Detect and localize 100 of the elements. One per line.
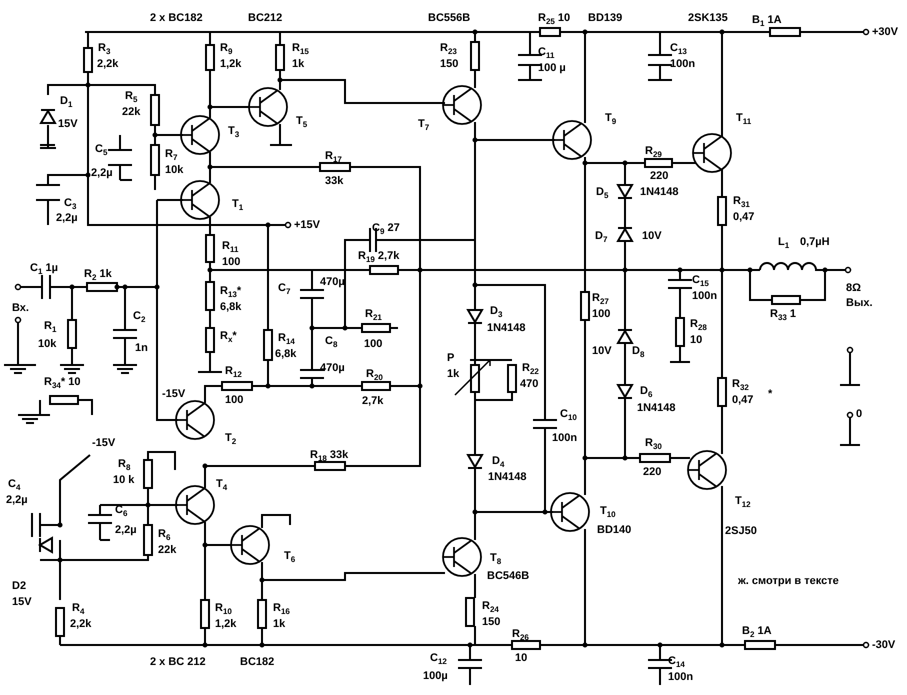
value-label: 220 (650, 170, 668, 182)
part-label: R$_{29}$ (645, 145, 662, 162)
value-label: 15V (12, 596, 32, 608)
value-label: 1k (292, 58, 304, 70)
value-label: 2,2µ (56, 212, 78, 224)
terminal-label: +30V (872, 26, 898, 38)
value-label: 100 (592, 308, 610, 320)
part-label: C$_{2}$ (133, 310, 146, 326)
part-label: T$_{11}$ (736, 112, 752, 128)
value-label: 1n (135, 342, 148, 354)
part-label: D$_{7}$ (595, 230, 608, 246)
value-label: 22k (122, 106, 140, 118)
value-label: 470 (520, 378, 538, 390)
part-label: T$_{1}$ (232, 198, 244, 214)
terminal-label: 0 (856, 408, 862, 420)
value-label: 150 (482, 616, 500, 628)
part-number-label: BC182 (240, 656, 274, 668)
part-label: L$_{1}$ (778, 236, 790, 252)
part-label: R$_{5}$ (125, 90, 138, 106)
part-label: B$_{1}$ 1A (752, 14, 782, 30)
part-label: R$_{3}$ (98, 42, 110, 58)
part-label: R$_{4}$ (72, 602, 84, 618)
part-label: D$_{1}$ (60, 95, 72, 112)
value-label: 1,2k (215, 618, 236, 630)
part-number-label: BD139 (588, 12, 622, 24)
value-label: 6,8k (275, 348, 296, 360)
part-label: R$_{20}$ (366, 368, 383, 384)
part-label: R$_{24}$ (482, 600, 499, 616)
part-label: T$_{2}$ (225, 432, 236, 448)
part-label: B$_{2}$ 1A (742, 625, 772, 642)
part-label: T$_{9}$ (605, 112, 616, 128)
value-label: 0,47 (732, 394, 754, 406)
part-label: R$_{11}$ (222, 240, 238, 256)
terminal-label: +15V (294, 219, 320, 231)
value-label: 100n (692, 290, 718, 302)
part-number-label: 2SK135 (688, 12, 728, 24)
value-label: 220 (643, 466, 662, 478)
part-label: R$_{25}$ 10 (538, 12, 570, 28)
part-number-label: BC556B (428, 12, 470, 24)
part-label: C$_{10}$ (560, 408, 577, 424)
part-label: T$_{6}$ (284, 550, 296, 566)
part-label: C$_{5}$ (95, 143, 108, 160)
part-label: T$_{12}$ (735, 495, 751, 512)
value-label: 6,8k (220, 301, 242, 313)
part-label: R$_{17}$ (325, 150, 342, 166)
part-label: D$_{3}$ (490, 305, 502, 322)
part-label: R$_{6}$ (158, 528, 170, 544)
part-label: R$_{31}$ (733, 195, 750, 212)
value-label: 8Ω (846, 282, 861, 294)
part-label: R$_{34}$* 10 (44, 376, 80, 392)
part-label: R$_{16}$ (273, 602, 290, 618)
part-label: T$_{8}$ (490, 552, 502, 568)
part-number-label: 2 x BC182 (150, 12, 203, 24)
part-label: C$_{1}$ 1µ (30, 262, 58, 278)
value-label: 15V (58, 118, 78, 130)
terminal-label: Вых. (846, 297, 873, 309)
value-label: 2,2µ (91, 167, 113, 179)
part-label: R$_{12}$ (225, 365, 242, 382)
value-label: 2,2k (70, 618, 92, 630)
value-label: 10V (642, 230, 662, 242)
terminal-label: -15V (92, 437, 116, 449)
terminal-label: Вх. (12, 302, 29, 314)
value-label: 10k (165, 164, 184, 176)
value-label: 470µ (320, 362, 345, 374)
value-label: 1,2k (220, 58, 242, 70)
terminal-label: -30V (872, 639, 896, 651)
part-label: R$_{8}$ (118, 458, 130, 474)
part-label: C$_{7}$ (278, 282, 290, 298)
footnote: * (768, 388, 772, 400)
part-number-label: BD140 (597, 524, 632, 536)
footnote: ж. смотри в тексте (738, 575, 839, 587)
part-number-label: 1N4148 (488, 471, 527, 483)
value-label: 100µ (423, 670, 448, 682)
part-number-label: BC546B (487, 570, 530, 582)
value-label: 1k (447, 368, 460, 380)
value-label: 150 (440, 58, 458, 70)
part-label: R$_{2}$ 1k (84, 268, 112, 284)
part-number-label: 1N4148 (487, 322, 526, 334)
part-label: P (447, 352, 454, 364)
part-number-label: 2 x BC 212 (150, 656, 206, 668)
value-label: 1k (273, 618, 286, 630)
part-label: R$_{7}$ (165, 148, 178, 164)
value-label: 100n (670, 58, 696, 70)
part-label: R$_{26}$ (512, 628, 529, 644)
value-label: 0,47 (733, 211, 754, 223)
part-number-label: 2SJ50 (725, 525, 757, 537)
value-label: 100 (225, 394, 244, 406)
part-label: T$_{5}$ (296, 115, 308, 132)
part-label: C$_{15}$ (692, 274, 709, 290)
part-number-label: 1N4148 (637, 402, 676, 414)
part-label: R$_{9}$ (220, 42, 232, 58)
part-label: C$_{3}$ (64, 197, 76, 213)
part-label: R$_{22}$ (522, 362, 539, 378)
part-label: D$_{4}$ (492, 455, 504, 472)
part-label: D2 (12, 580, 26, 592)
value-label: 100 (222, 256, 240, 268)
value-label: 2,2µ (6, 494, 28, 506)
part-label: C$_{12}$ (430, 652, 447, 668)
part-label: T$_{7}$ (418, 118, 430, 134)
part-label: R$_{10}$ (215, 602, 232, 618)
